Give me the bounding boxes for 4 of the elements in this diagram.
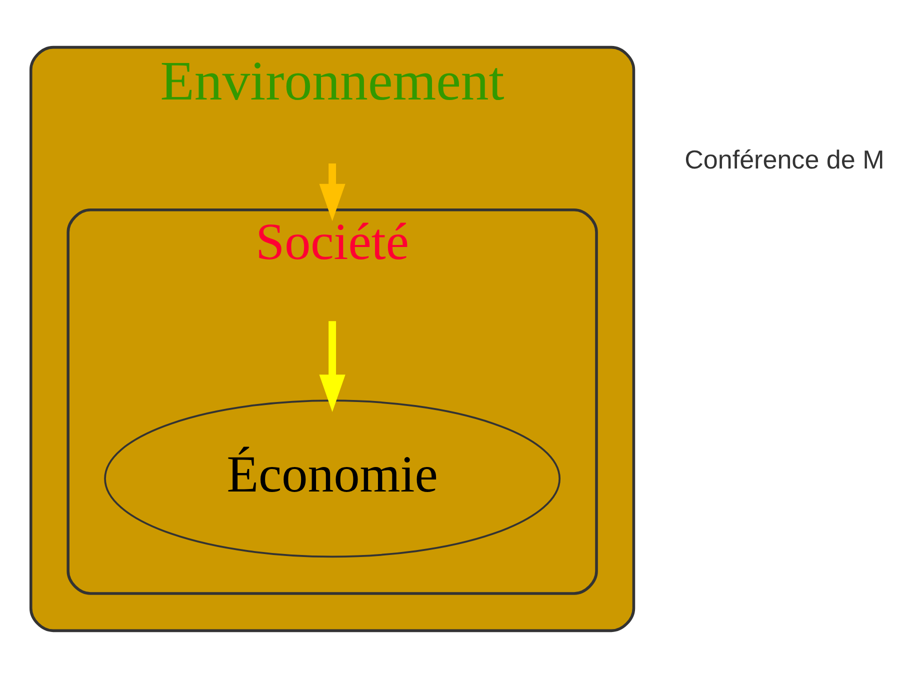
arrow [319, 163, 346, 222]
arrow [319, 321, 346, 412]
label: Conférence de M [684, 144, 884, 174]
node-ellipse: Économie [104, 400, 561, 558]
